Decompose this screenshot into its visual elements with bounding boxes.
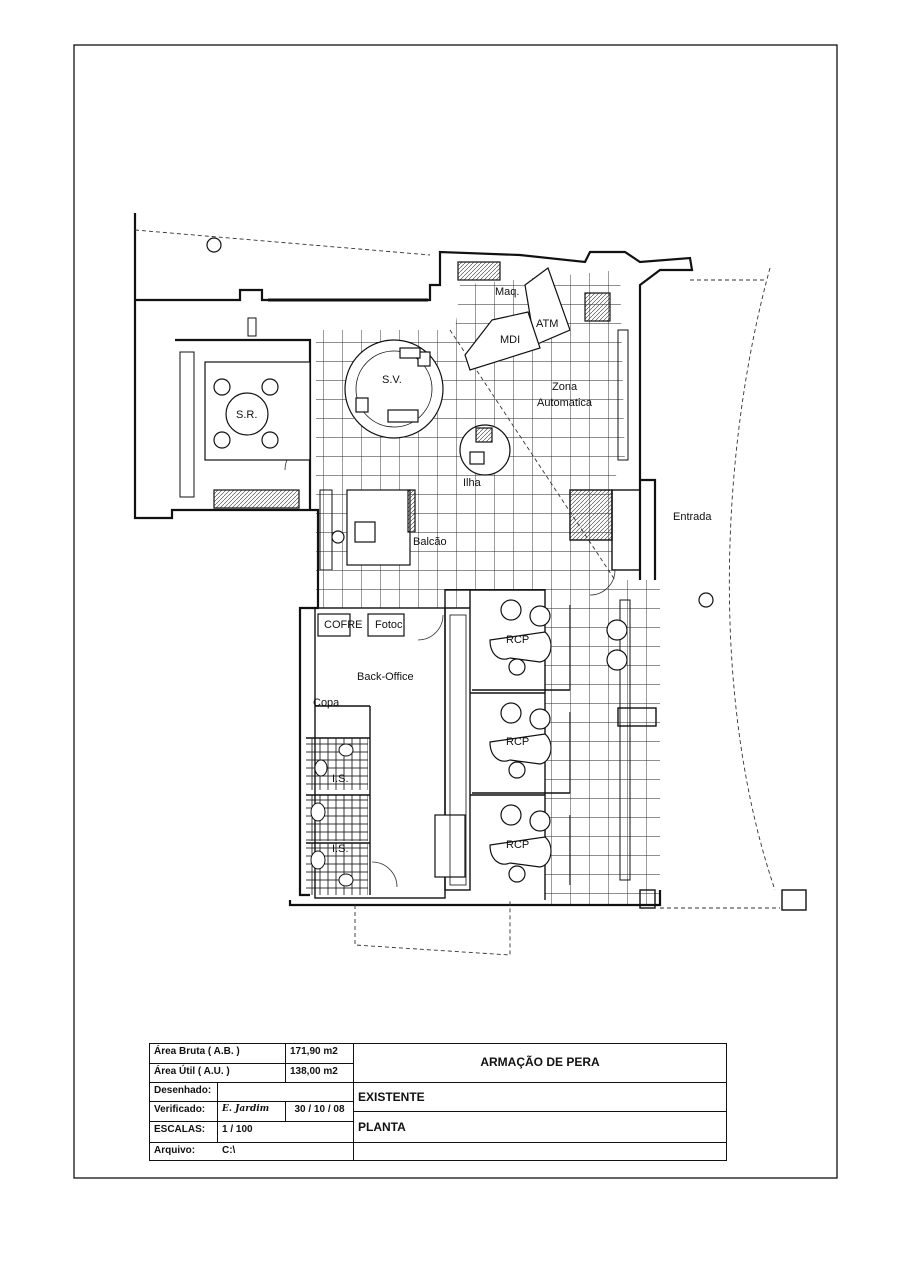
area-util-value: 138,00 m2 [286, 1064, 354, 1083]
arquivo-value: C:\ [218, 1143, 354, 1160]
area-util-label: Área Útil ( A.U. ) [150, 1064, 286, 1083]
room-label-is-2: I.S. [332, 843, 349, 855]
ilha-furniture [459, 424, 511, 476]
verificado-label: Verificado: [150, 1102, 218, 1122]
drawing-title: PLANTA [354, 1112, 726, 1143]
room-label-rcp-1: RCP [506, 634, 529, 646]
back-office-furniture [317, 613, 467, 886]
room-label-rcp-3: RCP [506, 839, 529, 851]
area-bruta-value: 171,90 m2 [286, 1044, 354, 1064]
room-label-entrada: Entrada [673, 511, 712, 523]
room-label-back-office: Back-Office [357, 671, 414, 683]
sv-furniture [344, 339, 444, 439]
desenhado-value [218, 1083, 354, 1102]
project-title: ARMAÇÃO DE PERA [354, 1044, 726, 1083]
room-label-sv: S.V. [382, 374, 402, 386]
room-label-atm: ATM [536, 318, 558, 330]
balcao-furniture [331, 489, 416, 566]
sheet-border [73, 44, 838, 1179]
interior-walls [306, 489, 807, 911]
room-label-sr: S.R. [236, 409, 257, 421]
escalas-label: ESCALAS: [150, 1122, 218, 1143]
room-label-ilha: Ilha [463, 477, 482, 489]
date-value: 30 / 10 / 08 [286, 1102, 354, 1122]
rcp-desks [489, 599, 628, 885]
label-cofre: COFRE [324, 619, 363, 631]
room-label-balcao: Balcão [413, 536, 447, 548]
verificado-signature: E. Jardim [218, 1102, 286, 1122]
label-fotoc: Fotoc. [375, 619, 406, 631]
room-label-maq: Maq. [495, 286, 519, 298]
status-title: EXISTENTE [354, 1083, 726, 1112]
sanitary-fixtures [310, 743, 354, 887]
desenhado-label: Desenhado: [150, 1083, 218, 1102]
room-label-copa: Copa [313, 697, 340, 709]
meeting-room-furniture [204, 361, 311, 509]
title-block: Área Bruta ( A.B. ) 171,90 m2 Área Útil … [149, 1043, 727, 1161]
escalas-value: 1 / 100 [218, 1122, 354, 1143]
title-block-spare [354, 1143, 726, 1160]
room-label-rcp-2: RCP [506, 736, 529, 748]
room-label-automatica: Automatica [537, 397, 593, 409]
site-boundary [134, 229, 780, 956]
columns [206, 237, 714, 608]
atm-zone-furniture [457, 261, 611, 371]
arquivo-label: Arquivo: [154, 1145, 196, 1156]
room-label-mdi: MDI [500, 334, 520, 346]
room-label-is-1: I.S. [332, 773, 349, 785]
area-bruta-label: Área Bruta ( A.B. ) [150, 1044, 286, 1064]
room-label-zona: Zona [552, 381, 578, 393]
glazing [179, 298, 631, 881]
